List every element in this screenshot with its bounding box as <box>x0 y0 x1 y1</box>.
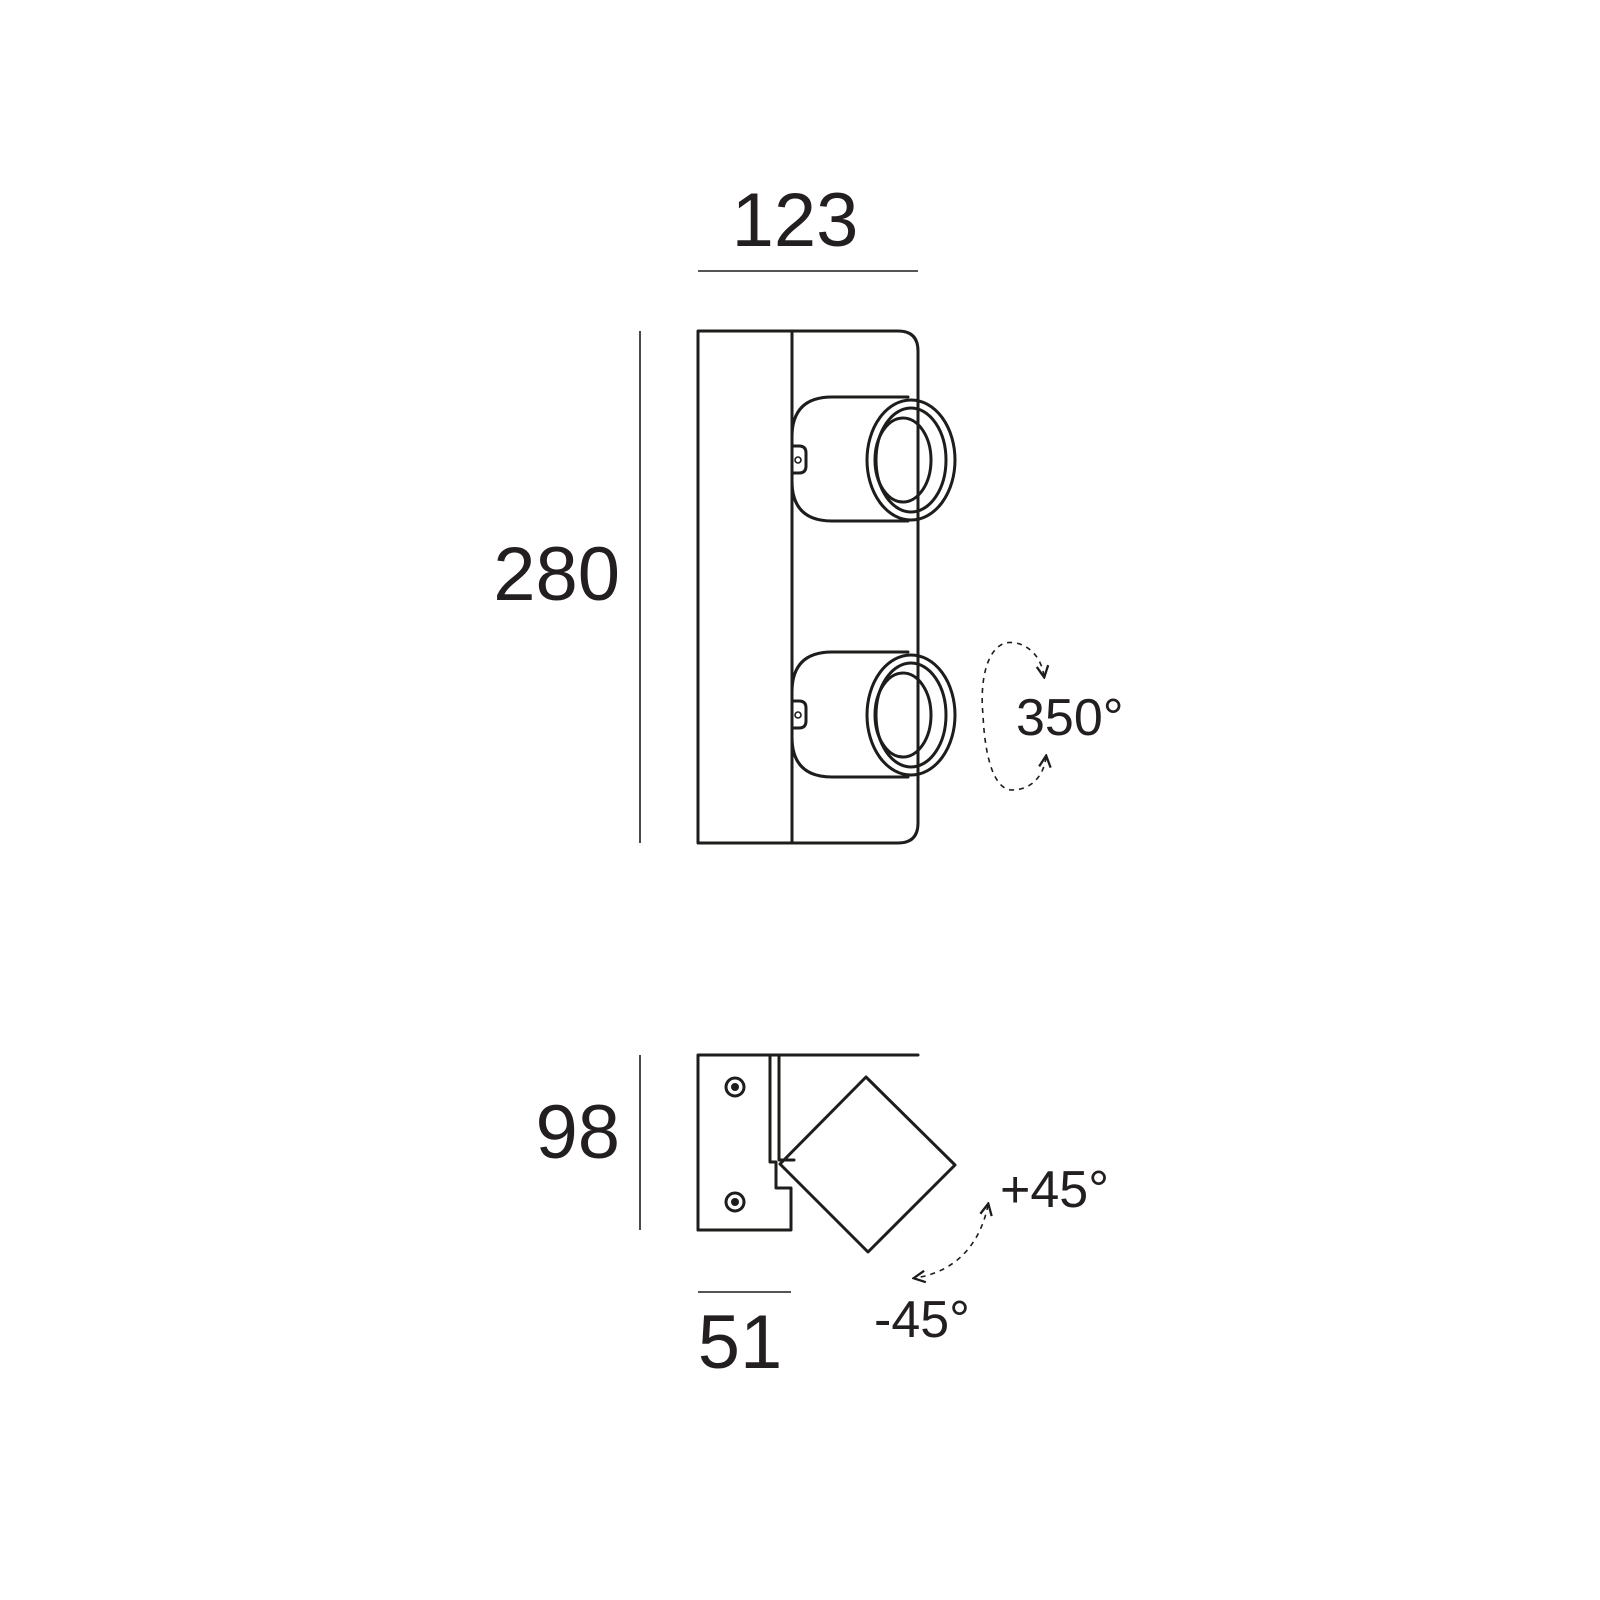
tilt-arrow <box>915 1205 988 1278</box>
spotlight-head-tilted <box>778 1075 957 1254</box>
fixture-body-front <box>696 329 920 845</box>
spotlight-lower-pivot <box>790 699 808 730</box>
width-dimension-label: 123 <box>732 178 859 263</box>
depth-dimension-label: 98 <box>535 1090 620 1175</box>
tilt-minus-label: -45° <box>874 1291 970 1349</box>
spotlight-lower-lens <box>873 671 933 759</box>
rotation-indicator: 350° <box>981 641 1124 791</box>
spotlight-upper <box>790 395 957 523</box>
screw-top-head <box>724 1076 746 1098</box>
base-dimension-label: 51 <box>698 1300 783 1385</box>
screw-bottom-head <box>724 1191 746 1213</box>
spotlight-upper-housing <box>790 395 910 523</box>
spotlight-upper-lens <box>873 416 933 504</box>
spotlight-lower-housing <box>790 650 910 779</box>
screw-bottom-center <box>731 1198 739 1206</box>
height-dimension-label: 280 <box>493 532 620 617</box>
spotlight-lower <box>790 650 957 779</box>
spotlight-upper-pivot <box>790 444 808 475</box>
spotlight-upper-pivot-screw <box>794 456 802 464</box>
bracket-side-outline <box>696 1053 793 1232</box>
spotlight-lower-mid-ring <box>874 661 948 769</box>
front-view: 123 280 350° <box>493 178 1124 845</box>
screw-top <box>724 1076 746 1098</box>
bracket-top-outline <box>696 1053 920 1232</box>
screw-bottom <box>724 1191 746 1213</box>
spotlight-upper-outer-ring <box>865 398 957 522</box>
tilt-plus-label: +45° <box>1000 1161 1109 1219</box>
screw-top-center <box>731 1083 739 1091</box>
side-view: 98 51 +45° -45° <box>535 1053 1109 1385</box>
rotation-arrow <box>981 641 1046 791</box>
tilt-indicator: +45° -45° <box>874 1161 1109 1349</box>
spotlight-lower-pivot-screw <box>794 711 802 719</box>
spotlight-upper-mid-ring <box>874 406 948 514</box>
spotlight-lower-outer-ring <box>865 653 957 777</box>
rotation-angle-label: 350° <box>1016 689 1124 747</box>
